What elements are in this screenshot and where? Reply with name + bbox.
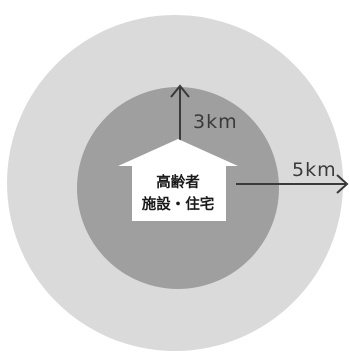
outer-radius-label: 5km [292, 159, 337, 181]
right-arrow-icon [236, 174, 349, 194]
house-icon [118, 139, 238, 221]
facility-label-line2: 施設・住宅 [142, 195, 215, 213]
inner-radius-label: 3km [193, 111, 238, 133]
facility-label-line1: 高齢者 [156, 173, 200, 191]
